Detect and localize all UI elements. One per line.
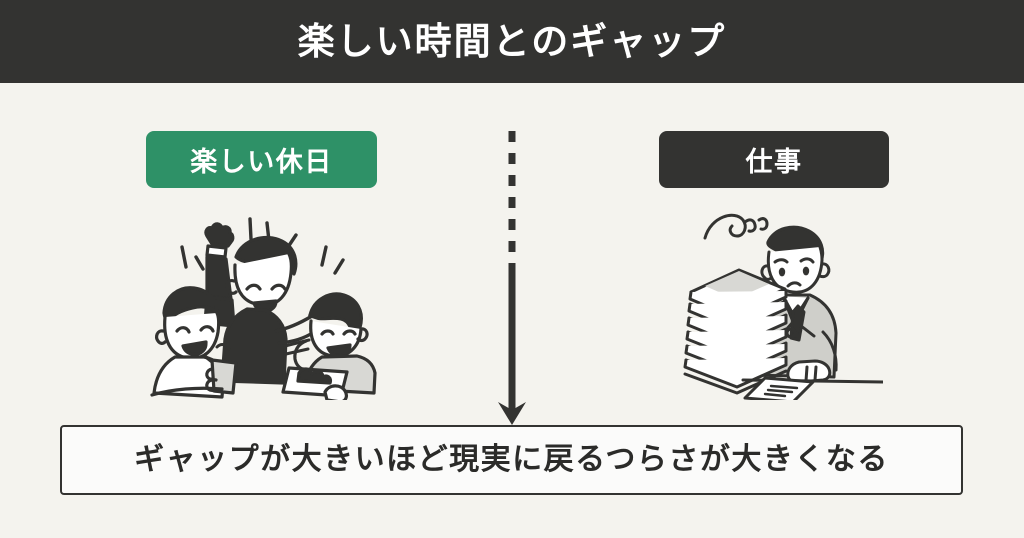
three-friends-celebrating-party-illustration [150, 205, 380, 400]
page-title: 楽しい時間とのギャップ [297, 21, 727, 62]
badge-fun-holiday: 楽しい休日 [146, 131, 377, 188]
caption-text: ギャップが大きいほど現実に戻るつらさが大きくなる [134, 443, 889, 476]
badge-work-label: 仕事 [745, 147, 803, 177]
stressed-office-worker-paper-stack-illustration [683, 200, 883, 400]
badge-work: 仕事 [659, 131, 889, 188]
dashed-down-arrow [494, 128, 530, 428]
caption-box: ギャップが大きいほど現実に戻るつらさが大きくなる [60, 425, 963, 495]
header-bar: 楽しい時間とのギャップ [0, 0, 1024, 83]
badge-fun-holiday-label: 楽しい休日 [190, 147, 333, 177]
